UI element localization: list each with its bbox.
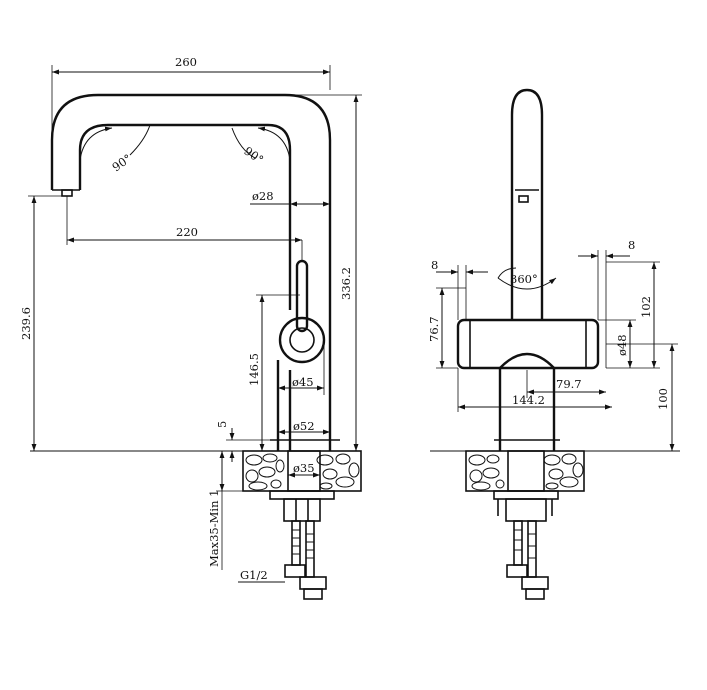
dim-base-diameter: ø52: [293, 419, 315, 433]
handle-knob: [278, 316, 326, 364]
dim-side-height: 102: [639, 296, 653, 318]
dim-thread: G1/2: [240, 568, 268, 582]
dim-side-offset-right: 8: [628, 238, 635, 252]
dim-spout-reach: 220: [176, 225, 198, 239]
side-spout: [510, 88, 544, 320]
dim-rotation: 360°: [510, 272, 538, 286]
spout-tube: [50, 93, 332, 451]
dim-overall-width: 260: [175, 55, 197, 69]
dim-body-height-side: 76.7: [427, 316, 441, 342]
mounting-hardware: [269, 490, 335, 600]
dim-base-gap: 5: [215, 421, 229, 428]
dimension-labels: 260 90° 90° ø28 220 336.2 239.6 146.5 ø4…: [19, 55, 670, 582]
dim-side-total-width: 144.2: [512, 393, 545, 407]
dim-lever-height: 146.5: [247, 353, 261, 386]
dim-handle-diameter: ø45: [292, 375, 314, 389]
dim-angle-right: 90°: [241, 144, 266, 167]
side-mounting-hardware: [493, 490, 559, 600]
dim-shank-diameter: ø35: [293, 461, 315, 475]
dim-side-offset-left: 8: [431, 258, 438, 272]
dim-side-base-height: 100: [656, 388, 670, 410]
dim-side-half-width: 79.7: [556, 377, 582, 391]
front-view: [28, 65, 362, 600]
dim-outlet-height: 239.6: [19, 307, 33, 340]
side-countertop-stone: [465, 450, 585, 492]
dim-thickness-range: Max35-Min 1: [207, 490, 221, 567]
lever-handle: [295, 259, 309, 333]
dim-body-diameter: ø28: [252, 189, 274, 203]
side-view: [430, 88, 680, 600]
side-body: [456, 318, 600, 370]
dim-total-height: 336.2: [339, 267, 353, 300]
dim-side-diameter: ø48: [615, 334, 629, 356]
